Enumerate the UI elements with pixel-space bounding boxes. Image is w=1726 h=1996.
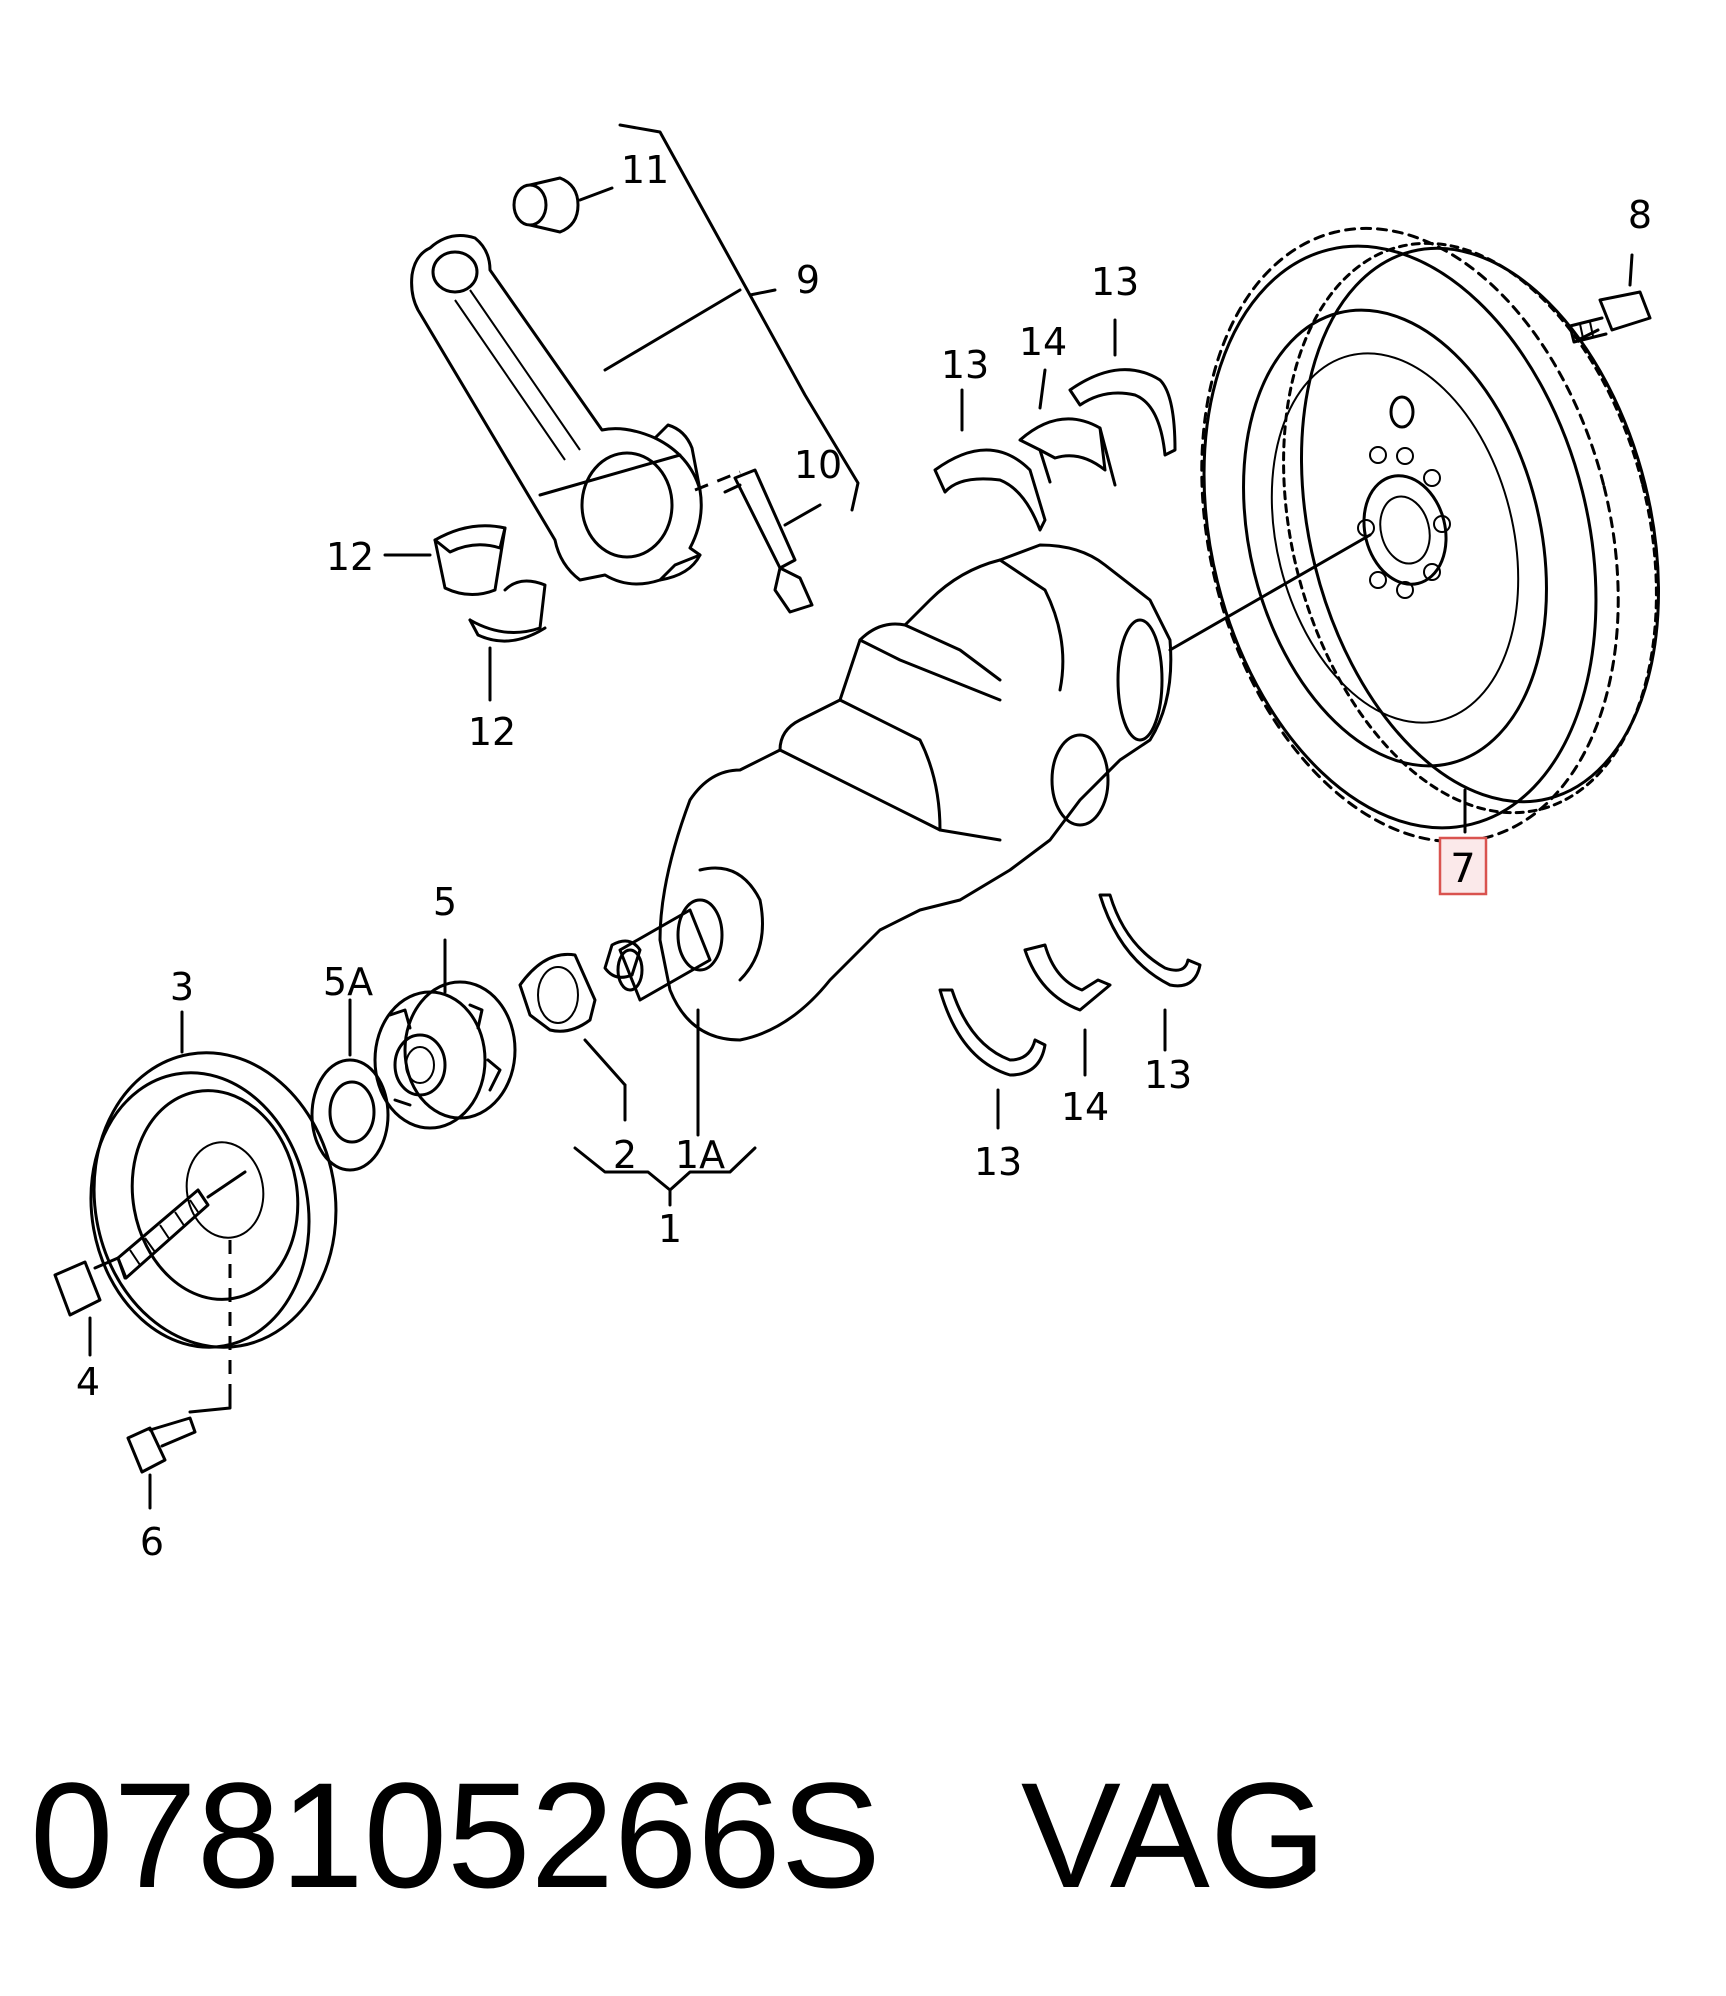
woodruff-key [603,939,642,979]
flywheel [1200,226,1661,844]
crankshaft-bolt [53,1170,247,1357]
label-8: 8 [1628,193,1652,237]
label-4: 4 [76,1360,100,1404]
small-end-bush [512,176,614,234]
label-10: 10 [794,443,842,487]
highlight-box-7 [1438,836,1488,896]
bracket-9 [603,123,860,512]
label-14-top: 14 [1019,320,1067,364]
pulley-bolt [126,1416,197,1510]
label-11: 11 [621,148,669,192]
label-1: 1 [658,1207,682,1251]
flywheel-bolt [1568,253,1652,344]
part-number: 078105266S [30,1751,881,1919]
label-13-bottom-right: 13 [1144,1053,1192,1097]
label-5: 5 [433,880,457,924]
rod-bearing-upper [383,524,507,596]
main-bearing-shell-13b [1068,318,1177,457]
caption: 078105266S VAG [30,1735,1327,1935]
rod-bolt [723,468,822,614]
main-bearing-shell-13a [933,388,1047,532]
crankshaft-exploded-diagram: 11 9 10 12 12 13 14 13 8 7 5 5A 3 2 1A 1… [53,123,1661,1564]
rod-bearing-lower [468,579,547,702]
vibration-damper-pulley [89,1010,338,1414]
label-13-top-right: 13 [1091,260,1139,304]
label-13-top-left: 13 [941,343,989,387]
thrust-bearing-shell-14a [1018,368,1117,487]
spacer-washer [310,998,390,1172]
label-13-bottom-left: 13 [974,1140,1022,1184]
bracket-1 [573,1083,757,1207]
crankshaft-sprocket [373,938,517,1130]
thrust-washer [518,952,627,1087]
main-bearing-shell-13d [938,988,1047,1130]
label-1a: 1A [675,1133,725,1177]
crankshaft [616,533,1372,1137]
label-2: 2 [613,1133,637,1177]
label-9: 9 [796,258,820,302]
label-6: 6 [140,1520,164,1564]
main-bearing-shell-13c [1098,893,1202,1052]
brand-name: VAG [1020,1751,1327,1919]
label-7: 7 [1450,846,1475,892]
label-14-bottom: 14 [1061,1085,1109,1129]
label-12-lower: 12 [468,710,516,754]
connecting-rod [410,234,741,586]
label-5a: 5A [323,960,373,1004]
thrust-bearing-shell-14b [1023,943,1112,1077]
label-12-upper: 12 [326,535,374,579]
label-3: 3 [170,965,194,1009]
